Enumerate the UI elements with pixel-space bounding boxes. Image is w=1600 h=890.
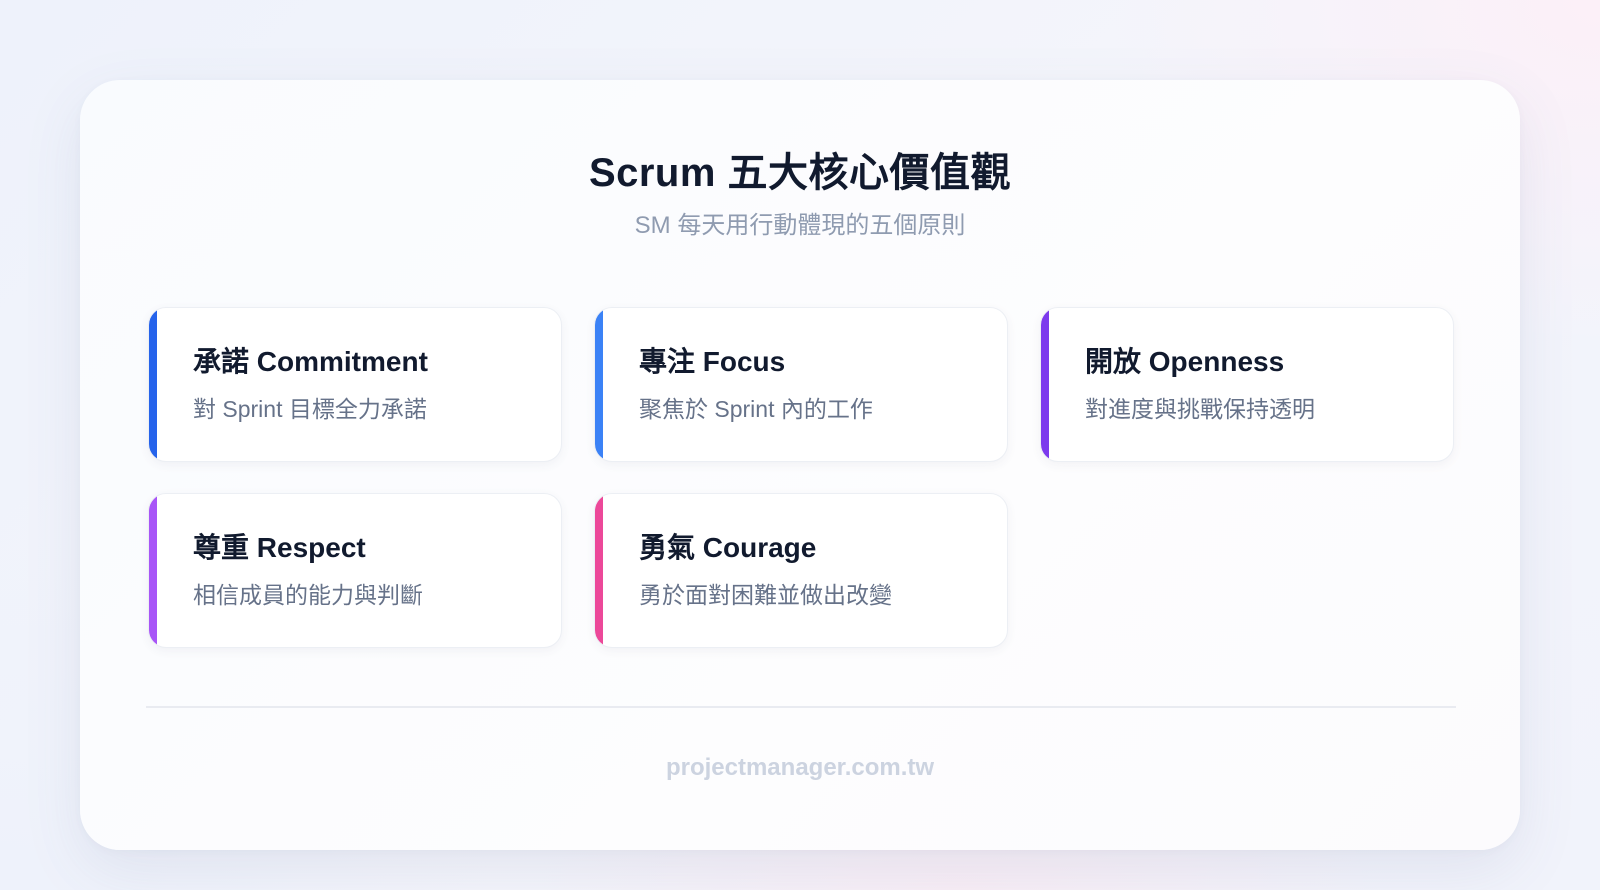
content-panel: Scrum 五大核心價值觀 SM 每天用行動體現的五個原則 承諾 Commitm… [80, 80, 1520, 850]
value-name: 專注 Focus [639, 346, 786, 377]
value-card-courage: 勇氣 Courage 勇於面對困難並做出改變 [594, 493, 1008, 648]
value-description: 對進度與挑戰保持透明 [1085, 396, 1315, 422]
value-name: 尊重 Respect [193, 532, 366, 563]
value-name: 勇氣 Courage [639, 532, 817, 563]
accent-bar [149, 494, 157, 647]
page-subtitle: SM 每天用行動體現的五個原則 [634, 212, 966, 239]
accent-bar [149, 308, 157, 461]
value-card-respect: 尊重 Respect 相信成員的能力與判斷 [148, 493, 562, 648]
value-description: 聚焦於 Sprint 內的工作 [639, 396, 873, 422]
divider [146, 706, 1456, 708]
page-title: Scrum 五大核心價值觀 [588, 151, 1012, 195]
footer-site: projectmanager.com.tw [665, 754, 935, 781]
header: Scrum 五大核心價值觀 SM 每天用行動體現的五個原則 [80, 148, 1520, 242]
accent-bar [1041, 308, 1049, 461]
value-name: 開放 Openness [1085, 346, 1285, 377]
accent-bar [595, 308, 603, 461]
value-card-openness: 開放 Openness 對進度與挑戰保持透明 [1040, 307, 1454, 462]
accent-bar [595, 494, 603, 647]
value-description: 相信成員的能力與判斷 [193, 582, 423, 608]
value-card-focus: 專注 Focus 聚焦於 Sprint 內的工作 [594, 307, 1008, 462]
value-description: 勇於面對困難並做出改變 [639, 582, 892, 608]
value-card-commitment: 承諾 Commitment 對 Sprint 目標全力承諾 [148, 307, 562, 462]
value-name: 承諾 Commitment [193, 346, 428, 377]
value-description: 對 Sprint 目標全力承諾 [193, 396, 427, 422]
values-grid: 承諾 Commitment 對 Sprint 目標全力承諾 專注 Focus 聚… [148, 307, 1456, 648]
